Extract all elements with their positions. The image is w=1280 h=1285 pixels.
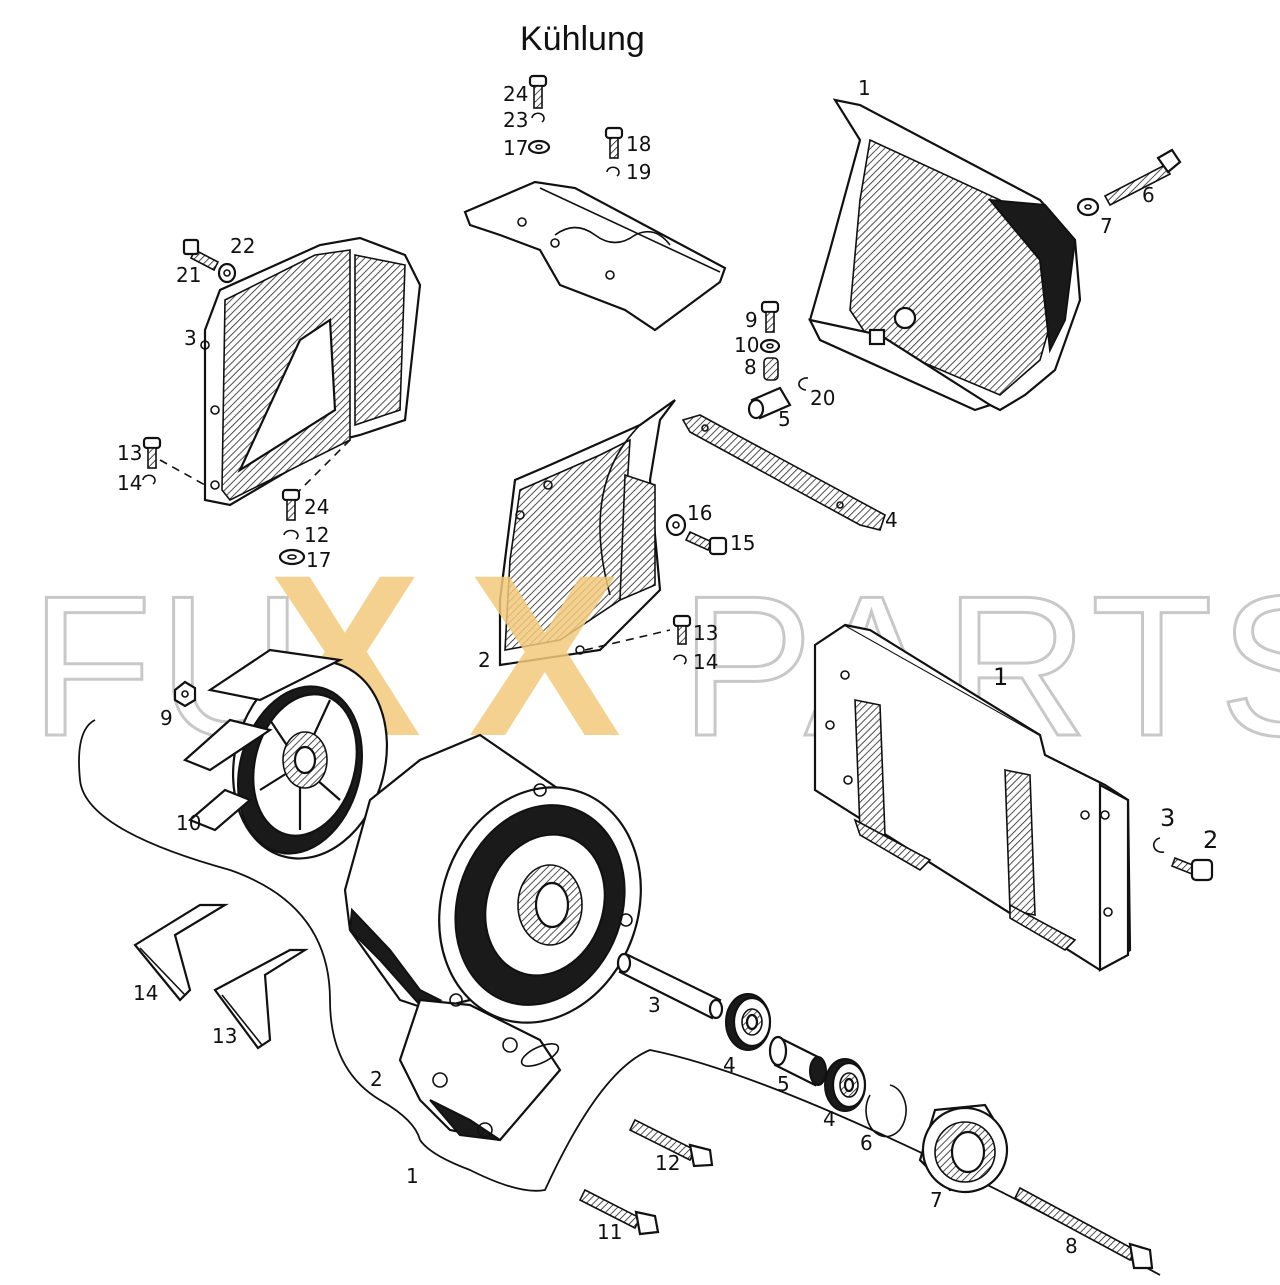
bolt-21 [182,238,220,272]
circlip-6 [865,1084,907,1138]
screw-24-mid [281,488,301,521]
callout-9-fan: 9 [160,706,173,730]
callout-2-housing: 2 [370,1067,383,1091]
callout-4-bearing-a: 4 [723,1053,736,1077]
sleeve-8-mid [763,357,779,381]
callout-6-top: 6 [1142,183,1155,207]
screw-13-mid [672,614,692,645]
washer-17-mid [278,548,306,566]
blower-housing-2 [343,733,642,1142]
side-cover-3 [200,236,422,507]
clip-20 [798,377,809,391]
callout-17-mid: 17 [306,548,331,572]
callout-20: 20 [810,386,835,410]
callout-21: 21 [176,263,201,287]
screw-24-top [528,74,548,109]
callout-14-bracket: 14 [133,981,158,1005]
callout-22: 22 [230,234,255,258]
callout-6-ring: 6 [860,1131,873,1155]
callout-13-left: 13 [117,441,142,465]
callout-2-frame: 2 [1203,826,1218,854]
leader-dash-13-mid [584,629,671,651]
bolt-12 [628,1118,714,1168]
callout-24-mid: 24 [304,495,329,519]
callout-3-frame: 3 [1160,804,1175,832]
callout-18: 18 [626,132,651,156]
callout-14-left: 14 [117,471,142,495]
callout-5-spacer: 5 [777,1072,790,1096]
screw-9-mid [760,300,780,333]
spring-washer-14-mid [673,654,687,665]
washer-22 [217,262,237,284]
spring-washer-19 [606,166,620,177]
pin-5-mid [747,386,792,420]
callout-7-pulley: 7 [930,1188,943,1212]
group-bracket-right [419,1049,1161,1276]
air-shroud-1 [807,98,1082,412]
cover-plate-top [463,180,727,332]
callout-13-bracket: 13 [212,1024,237,1048]
callout-3-shaft: 3 [648,993,661,1017]
callout-10-fan: 10 [176,811,201,835]
screw-18 [604,126,624,159]
callout-9-mid: 9 [745,308,758,332]
spring-washer-23 [531,112,545,123]
cooling-fan-10 [182,648,389,860]
callout-5-mid: 5 [778,407,791,431]
washer-17-top [527,139,551,155]
callout-2-cover: 2 [478,648,491,672]
screw-13-left [142,436,162,469]
callout-12-bolt: 12 [655,1151,680,1175]
clip-bracket-14 [133,903,229,1002]
spacer-sleeve-5 [768,1035,827,1087]
callout-8-mid: 8 [744,355,757,379]
callout-1-frame: 1 [993,663,1008,691]
callout-16: 16 [687,501,712,525]
washer-16 [665,513,687,537]
callout-labels: 24 23 17 18 19 1 6 7 22 21 3 9 10 8 5 20… [117,76,1218,1258]
side-cover-2 [498,399,676,667]
page-title: Kühlung [520,20,645,58]
spring-washer-12 [283,529,299,540]
group-bracket-left [78,719,421,1141]
bearing-4-b [824,1058,867,1112]
callout-11-bolt: 11 [597,1220,622,1244]
bolt-8 [1013,1186,1154,1270]
spring-washer-14-left [142,474,156,485]
plate-4 [681,414,886,531]
bolt-2-frame [1170,856,1214,882]
mounting-frame-1 [813,623,1132,972]
callout-8-bolt: 8 [1065,1234,1078,1258]
callout-4-plate: 4 [885,508,898,532]
leader-dash-13 [159,459,206,486]
washer-7-top [1076,197,1100,217]
bolt-15 [684,530,728,556]
callout-23: 23 [503,108,528,132]
callout-10-mid: 10 [734,333,759,357]
callout-7-top: 7 [1100,214,1113,238]
callout-15: 15 [730,531,755,555]
bolt-6-top [1103,148,1182,207]
bearing-4-a [725,993,772,1051]
shaft-3 [616,952,724,1020]
callout-14-mid: 14 [693,650,718,674]
bolt-11 [578,1188,660,1236]
callout-17-top: 17 [503,136,528,160]
callout-1-group: 1 [406,1164,419,1188]
washer-10-mid [759,338,781,354]
spring-washer-3-frame [1152,837,1165,854]
pulley-7 [918,1103,1009,1194]
nut-9-fan [173,680,197,708]
callout-1-shroud: 1 [858,76,871,100]
callout-12-mid: 12 [304,523,329,547]
clip-bracket-13 [213,948,309,1050]
callout-13-mid: 13 [693,621,718,645]
callout-3-cover: 3 [184,326,197,350]
watermark-x-2: X [468,527,621,784]
callout-19: 19 [626,160,651,184]
callout-4-bearing-b: 4 [823,1107,836,1131]
callout-24-top: 24 [503,82,528,106]
